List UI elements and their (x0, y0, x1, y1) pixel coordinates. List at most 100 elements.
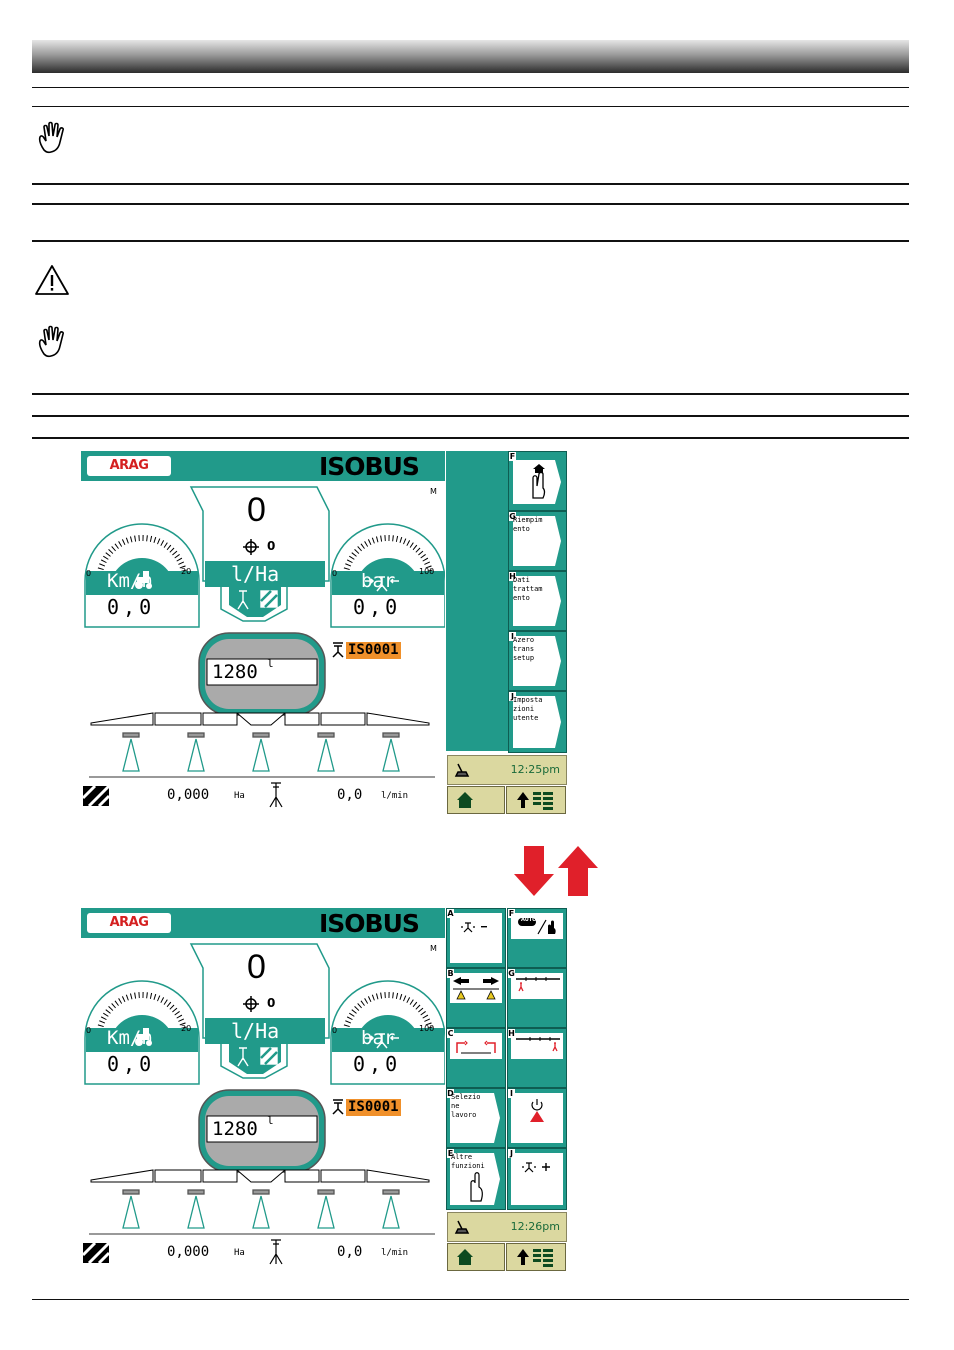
target-icon (243, 539, 259, 555)
softkey-label: Azero trans setup (513, 636, 535, 662)
softkey-shape (513, 516, 561, 566)
nozzles (122, 1189, 400, 1229)
speed-value: 0,0 (107, 595, 156, 619)
pressure-min: 0 (332, 1026, 338, 1035)
stop-hand-icon (38, 121, 64, 154)
pressure-max: 100 (419, 1024, 435, 1033)
softkey-C-boom-level[interactable]: C (446, 1028, 506, 1088)
softkey-E-other-functions[interactable]: E Altre funzioni (446, 1148, 506, 1210)
joystick-icon (454, 1220, 470, 1234)
tractor-icon (135, 1028, 152, 1046)
page-up-button[interactable] (506, 786, 566, 814)
pressure-gauge (330, 523, 445, 628)
tank-unit: l (267, 657, 274, 670)
flow-value: 0,0 (337, 1244, 363, 1260)
clock: 12:26pm (510, 1220, 560, 1233)
flow-value: 0,0 (337, 787, 363, 803)
pressure-max: 100 (419, 567, 435, 576)
softkey-F-auto-manual[interactable]: F AUTO (507, 908, 567, 968)
right-section-icon (516, 1037, 560, 1052)
speed-value: 0,0 (107, 1052, 156, 1076)
area-unit: Ha (234, 791, 245, 801)
softkey-H-treatment-data[interactable]: H Dati trattam ento (508, 571, 567, 631)
nozzle-icon (269, 1239, 283, 1265)
pressure-nozzle-icon (365, 576, 399, 592)
header-bar (32, 40, 909, 73)
auto-badge: AUTO (521, 917, 537, 923)
softkey-label: Imposta zioni utente (513, 696, 543, 722)
softkey-label: Selezio ne lavoro (451, 1093, 481, 1119)
nozzles (122, 732, 400, 772)
tank-value: 1280 (212, 661, 258, 683)
boom-sections (90, 712, 430, 726)
boom-fold-icon (453, 977, 499, 1000)
main-display: ARAG ISOBUS M (81, 451, 445, 813)
joystick-icon (454, 763, 470, 777)
speed-gauge (84, 980, 200, 1085)
footer-divider (32, 1299, 909, 1300)
softkey-G-filling[interactable]: G Riempim ento (508, 511, 567, 571)
target-icon (243, 996, 259, 1012)
tank-indicator (198, 1089, 326, 1173)
flow-unit: l/min (381, 791, 409, 801)
hatch-area-icon (81, 784, 111, 808)
softkey-A-rate-minus[interactable]: A (446, 908, 506, 968)
tank-value: 1280 (212, 1118, 258, 1140)
rate-plus-icon (522, 1162, 550, 1173)
softkey-G-left-section[interactable]: G (507, 968, 567, 1028)
tank-indicator (198, 632, 326, 716)
area-value: 0,000 (167, 1244, 210, 1260)
pressure-value: 0,0 (353, 595, 402, 619)
softkey-label: Riempim ento (513, 516, 543, 533)
rate-unit: l/Ha (231, 562, 280, 586)
ground-line (89, 776, 435, 778)
softkey-B-boom-fold[interactable]: B (446, 968, 506, 1028)
stop-hand-icon (38, 325, 64, 358)
area-value: 0,000 (167, 787, 210, 803)
boom-sections (90, 1169, 430, 1183)
softkey-H-right-section[interactable]: H (507, 1028, 567, 1088)
main-valve-icon (530, 1099, 544, 1122)
area-unit: Ha (234, 1248, 245, 1258)
arrow-up-list-icon (517, 1249, 553, 1267)
rate-subvalue: 0 (267, 539, 276, 553)
speed-unit: Km/h (107, 570, 153, 592)
job-code: IS0001 (346, 1099, 401, 1116)
softkey-D-job-selection[interactable]: D Selezio ne lavoro (446, 1088, 506, 1148)
divider (32, 393, 909, 395)
softkey-shape (513, 576, 561, 626)
pressure-value: 0,0 (353, 1052, 402, 1076)
home-icon (457, 792, 473, 808)
softkey-J-user-settings[interactable]: J Imposta zioni utente (508, 691, 567, 753)
home-hand-icon (513, 460, 561, 504)
softkey-columns: A B C (446, 908, 567, 1271)
display-graphics (81, 943, 445, 1265)
softkey-J-rate-plus[interactable]: J (507, 1148, 567, 1210)
speed-unit: Km/h (107, 1027, 153, 1049)
home-button[interactable] (447, 1243, 505, 1271)
auto-manual-icon (518, 918, 556, 935)
rate-unit: l/Ha (231, 1019, 280, 1043)
pressure-unit: bar (361, 1027, 396, 1049)
title-bar: ARAG ISOBUS (81, 908, 445, 938)
rate-subvalue: 0 (267, 996, 276, 1010)
softkey-label: Dati trattam ento (513, 576, 543, 602)
isobus-title: ISOBUS (319, 909, 420, 938)
pressure-gauge (330, 980, 445, 1085)
softkey-I-zero-setup[interactable]: I Azero trans setup (508, 631, 567, 691)
softkey-shape (513, 636, 561, 686)
softkey-I-main-valve[interactable]: I (507, 1088, 567, 1148)
pressure-nozzle-icon (365, 1033, 399, 1049)
hatch-area-icon (81, 1241, 111, 1265)
transition-arrows-icon (514, 846, 598, 896)
terminal-screen-2: ARAG ISOBUS M (81, 908, 567, 1271)
pressure-min: 0 (332, 569, 338, 578)
softkey-label: Altre funzioni (451, 1153, 485, 1170)
home-button[interactable] (447, 786, 505, 814)
rate-panel (189, 486, 330, 622)
hand-icon (470, 1172, 483, 1202)
softkey-F-home[interactable]: F (508, 451, 567, 511)
mode-indicator: M (430, 487, 437, 496)
softkey-shape (450, 1093, 500, 1143)
page-up-button[interactable] (506, 1243, 566, 1271)
